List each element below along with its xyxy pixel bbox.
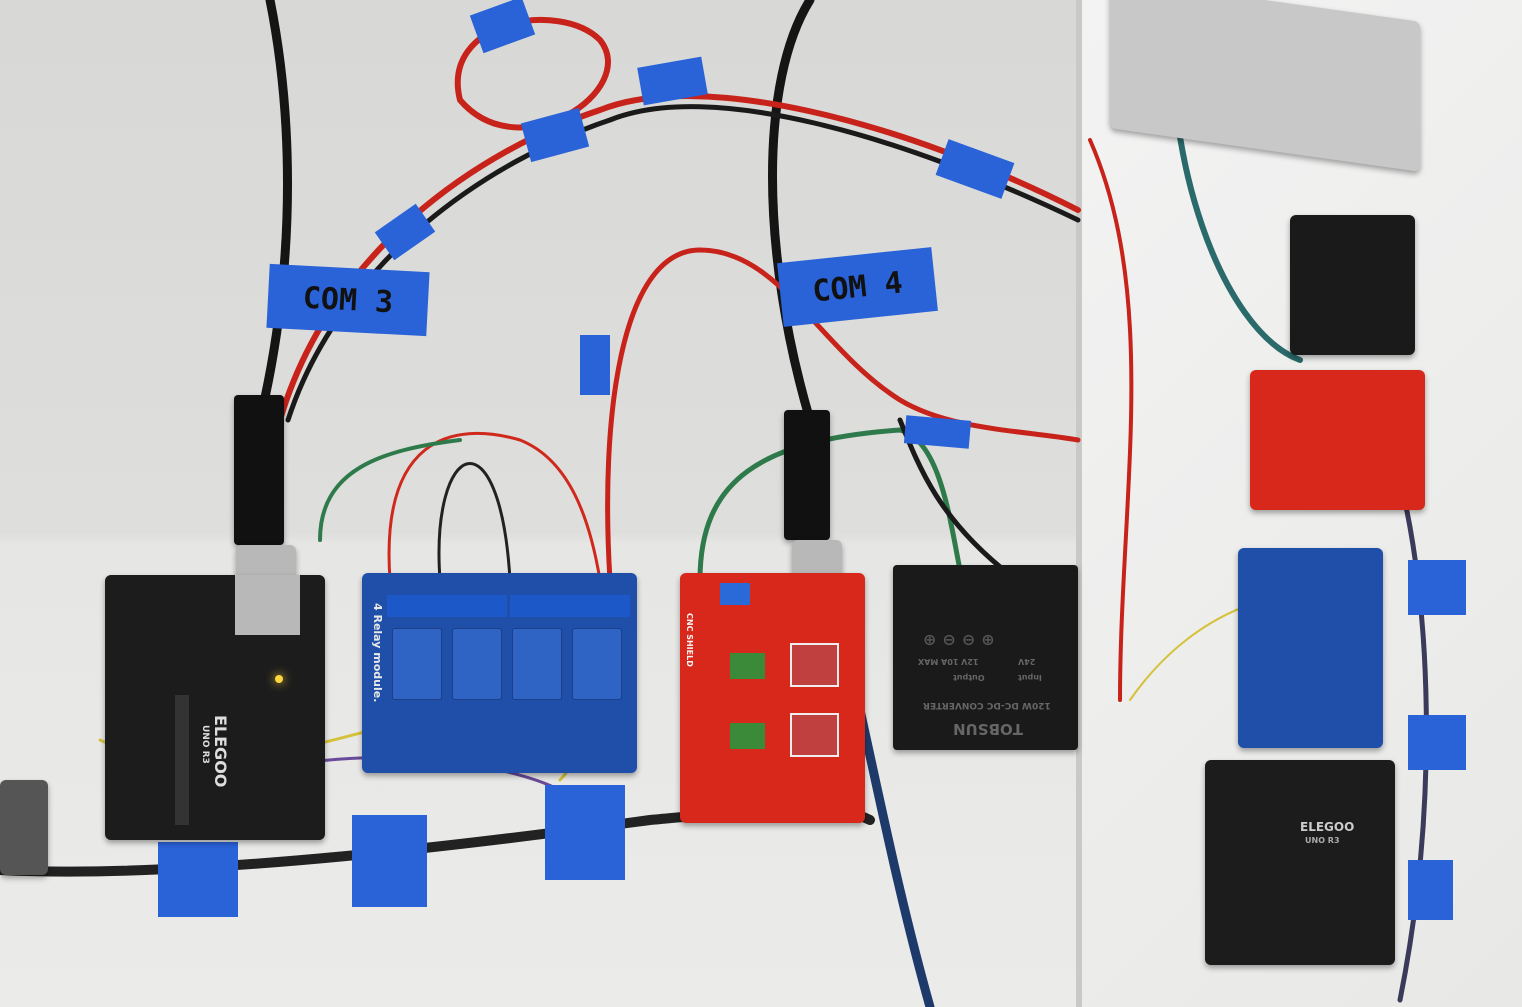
arduino-model: UNO R3	[200, 725, 210, 764]
usb-cable-com3	[255, 0, 292, 425]
cnc-shield: CNC SHIELD	[680, 573, 865, 823]
microcontroller-chip	[175, 695, 189, 825]
tape-strip	[903, 415, 972, 449]
relay-module-right	[1238, 548, 1383, 748]
arduino-right-brand: ELEGOO	[1300, 820, 1355, 834]
arduino-uno-left: ELEGOO UNO R3	[105, 575, 325, 840]
cnc-shield-right	[1250, 370, 1425, 510]
stepper-driver	[790, 713, 839, 757]
tape-strip	[580, 335, 610, 395]
tape-strip	[545, 785, 625, 880]
usb-b-port	[235, 575, 300, 635]
relay-1	[392, 628, 442, 700]
usb-plug-com4	[784, 410, 830, 540]
power-led	[275, 675, 283, 683]
tape-strip	[1408, 715, 1466, 770]
com3-tape-label: COM 3	[266, 263, 430, 337]
tape-strip	[352, 815, 427, 907]
converter-title: 120W DC-DC CONVERTER	[923, 700, 1051, 710]
relay-2	[452, 628, 502, 700]
converter-output-spec: 12V 10A MAX	[918, 657, 979, 666]
tape-strip	[1408, 860, 1453, 920]
relay-jumper-black	[437, 462, 512, 582]
converter-polarity: ⊕⊖⊖⊕	[923, 630, 1001, 649]
converter-input-spec: 24V	[1018, 657, 1036, 666]
converter-right	[1290, 215, 1415, 355]
screw-terminal-block	[510, 595, 630, 617]
relay-module-title: 4 Relay module.	[371, 603, 384, 703]
green-wire-left	[318, 438, 462, 542]
dc-dc-converter: ⊕⊖⊖⊕ 12V 10A MAX 24V Output Input 120W D…	[893, 565, 1078, 750]
arduino-uno-right: ELEGOO UNO R3	[1205, 760, 1395, 965]
cnc-shield-title: CNC SHIELD	[685, 613, 694, 667]
relay-jumper-red	[387, 432, 602, 582]
relay-3	[512, 628, 562, 700]
usb-cable-com4	[768, 0, 815, 425]
stepper-driver	[790, 643, 839, 687]
converter-input-label: Input	[1018, 673, 1042, 682]
panel-divider	[1076, 0, 1082, 1007]
capacitor	[730, 653, 765, 679]
wall-mount-bracket	[0, 780, 48, 875]
arduino-right-model: UNO R3	[1305, 836, 1340, 845]
screw-terminal-block	[387, 595, 507, 617]
tape-strip	[158, 842, 238, 917]
relay-module: 4 Relay module.	[362, 573, 637, 773]
arduino-brand: ELEGOO	[211, 715, 230, 788]
capacitor	[730, 723, 765, 749]
usb-plug-com3	[234, 395, 284, 545]
right-wire-red	[1088, 138, 1134, 702]
ribbon-down	[855, 705, 935, 1007]
converter-output-label: Output	[953, 673, 985, 682]
converter-brand: TOBSUN	[953, 720, 1023, 738]
power-terminal	[720, 583, 750, 605]
tape-strip	[1408, 560, 1466, 615]
relay-4	[572, 628, 622, 700]
